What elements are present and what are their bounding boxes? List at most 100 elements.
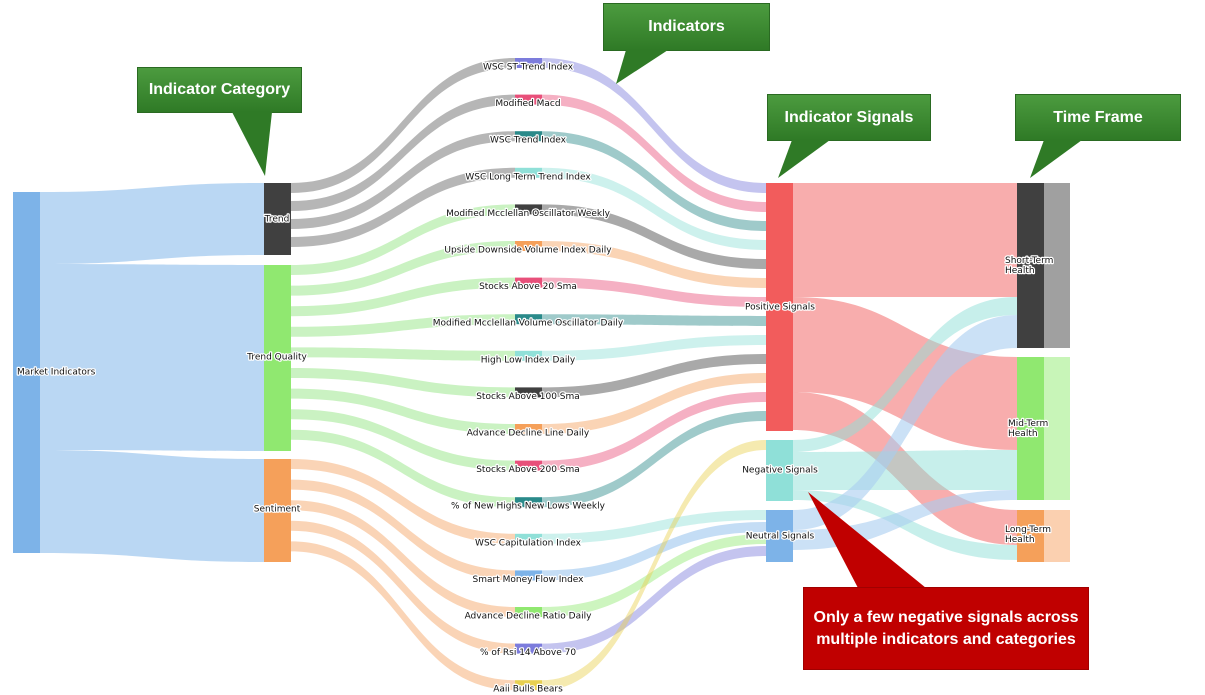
label-trend-quality: Trend Quality bbox=[246, 353, 307, 363]
link-negative-mid bbox=[793, 450, 1017, 490]
link-cat-ind-9 bbox=[291, 368, 515, 398]
node-indicator-smart-money-flow-index bbox=[515, 570, 542, 581]
label-indicator-stocks-above-100-sma: Stocks Above 100 Sma bbox=[476, 392, 580, 402]
node-neutral-signals bbox=[766, 510, 793, 562]
link-ind-sig-3 bbox=[542, 167, 766, 250]
node-indicator-wsc-st-trend-index bbox=[515, 58, 542, 68]
label-indicator-high-low-index-daily: High Low Index Daily bbox=[481, 355, 576, 365]
node-short-term-health bbox=[1017, 183, 1044, 348]
link-ind-sig-14 bbox=[542, 522, 766, 581]
label-indicator-modified-macd: Modified Macd bbox=[495, 99, 560, 109]
signal-links bbox=[542, 58, 766, 691]
link-ind-sig-7 bbox=[542, 314, 766, 326]
label-indicator-modified-mcclellan-volume-oscillator-daily: Modified Mcclellan Volume Oscillator Dai… bbox=[433, 319, 624, 329]
link-ind-sig-9 bbox=[542, 354, 766, 398]
node-indicator-pct-of-new-highs-new-lows-weekly bbox=[515, 497, 542, 508]
link-ind-sig-0 bbox=[542, 58, 766, 193]
link-negative-short bbox=[793, 297, 1017, 452]
callout-note-pointer bbox=[808, 492, 926, 588]
node-indicator-wsc-capitulation-index bbox=[515, 533, 542, 544]
link-market-trend-quality bbox=[40, 264, 264, 451]
callout-note: Only a few negative signals across multi… bbox=[803, 587, 1089, 670]
link-cat-ind-0 bbox=[291, 58, 515, 193]
label-indicator-aaii-bulls-bears: Aaii Bulls Bears bbox=[493, 685, 563, 695]
label-indicator-advance-decline-ratio-daily: Advance Decline Ratio Daily bbox=[465, 612, 593, 622]
label-indicator-modified-mcclellan-oscillator-weekly: Modified Mcclellan Oscillator Weekly bbox=[446, 209, 611, 219]
link-neutral-short bbox=[793, 315, 1017, 530]
node-short-term-health-band bbox=[1044, 183, 1070, 348]
node-indicator-advance-decline-ratio-daily bbox=[515, 607, 542, 617]
label-indicator-wsc-trend-index: WSC Trend Index bbox=[490, 136, 567, 146]
link-cat-ind-7 bbox=[291, 314, 515, 337]
label-indicator-wsc-capitulation-index: WSC Capitulation Index bbox=[475, 538, 582, 548]
link-ind-sig-11 bbox=[542, 392, 766, 471]
label-indicator-stocks-above-200-sma: Stocks Above 200 Sma bbox=[476, 465, 580, 475]
link-ind-sig-2 bbox=[542, 131, 766, 231]
label-indicator-smart-money-flow-index: Smart Money Flow Index bbox=[473, 575, 585, 585]
link-ind-sig-16 bbox=[542, 546, 766, 654]
node-negative-signals bbox=[766, 440, 793, 501]
link-cat-ind-5 bbox=[291, 241, 515, 296]
node-indicator-pct-of-rsi-14-above-70 bbox=[515, 643, 542, 654]
node-trend-quality bbox=[264, 265, 291, 451]
label-indicator-pct-of-rsi-14-above-70: % of Rsi 14 Above 70 bbox=[480, 648, 576, 658]
link-ind-sig-8 bbox=[542, 335, 766, 361]
sankey-nodes bbox=[13, 58, 1070, 691]
node-indicator-stocks-above-20-sma bbox=[515, 277, 542, 288]
node-trend bbox=[264, 183, 291, 255]
link-cat-ind-1 bbox=[291, 94, 515, 211]
link-cat-ind-11 bbox=[291, 409, 515, 471]
node-indicator-aaii-bulls-bears bbox=[515, 680, 542, 691]
link-cat-ind-13 bbox=[291, 459, 515, 544]
node-positive-signals bbox=[766, 183, 793, 431]
label-negative-signals: Negative Signals bbox=[742, 466, 818, 476]
callout-indicator-signals: Indicator Signals bbox=[767, 94, 931, 141]
label-neutral-signals: Neutral Signals bbox=[746, 532, 815, 542]
callout-time-frame: Time Frame bbox=[1015, 94, 1181, 141]
label-indicator-advance-decline-line-daily: Advance Decline Line Daily bbox=[467, 429, 590, 439]
link-cat-ind-3 bbox=[291, 167, 515, 247]
label-indicator-pct-of-new-highs-new-lows-weekly: % of New Highs New Lows Weekly bbox=[451, 502, 606, 512]
category-links bbox=[40, 183, 264, 562]
link-cat-ind-8 bbox=[291, 347, 515, 361]
indicator-links bbox=[291, 58, 515, 691]
label-positive-signals: Positive Signals bbox=[745, 303, 815, 313]
link-ind-sig-10 bbox=[542, 373, 766, 434]
label-indicator-wsc-long-term-trend-index: WSC Long Term Trend Index bbox=[465, 172, 591, 182]
link-cat-ind-14 bbox=[291, 479, 515, 581]
link-ind-sig-1 bbox=[542, 94, 766, 212]
node-market-indicators bbox=[13, 192, 40, 553]
link-cat-ind-2 bbox=[291, 131, 515, 229]
label-indicator-upside-downside-volume-index-daily: Upside Downside Volume Index Daily bbox=[444, 246, 612, 256]
link-market-trend bbox=[40, 183, 264, 264]
node-long-term-health-band bbox=[1044, 510, 1070, 562]
node-mid-term-health bbox=[1017, 357, 1044, 500]
link-market-sentiment bbox=[40, 450, 264, 562]
label-indicator-wsc-st-trend-index: WSC ST Trend Index bbox=[483, 63, 574, 73]
link-positive-short bbox=[793, 183, 1017, 297]
label-indicator-stocks-above-20-sma: Stocks Above 20 Sma bbox=[479, 282, 577, 292]
node-mid-term-health-band bbox=[1044, 357, 1070, 500]
node-indicator-stocks-above-100-sma bbox=[515, 387, 542, 398]
node-indicator-modified-macd bbox=[515, 94, 542, 105]
link-cat-ind-6 bbox=[291, 277, 515, 317]
link-ind-sig-5 bbox=[542, 241, 766, 288]
label-trend: Trend bbox=[264, 215, 290, 225]
node-indicator-upside-downside-volume-index-daily bbox=[515, 241, 542, 251]
link-ind-sig-6 bbox=[542, 277, 766, 307]
label-market-indicators: Market Indicators bbox=[17, 368, 96, 378]
link-cat-ind-16 bbox=[291, 520, 515, 654]
link-ind-sig-13 bbox=[542, 510, 766, 544]
callout-indicators: Indicators bbox=[603, 3, 770, 51]
link-ind-sig-15 bbox=[542, 534, 766, 617]
node-indicator-modified-mcclellan-volume-oscillator-daily bbox=[515, 314, 542, 325]
node-indicator-stocks-above-200-sma bbox=[515, 460, 542, 471]
callout-indicators-pointer bbox=[616, 50, 668, 84]
label-sentiment: Sentiment bbox=[254, 505, 301, 515]
node-sentiment bbox=[264, 459, 291, 562]
